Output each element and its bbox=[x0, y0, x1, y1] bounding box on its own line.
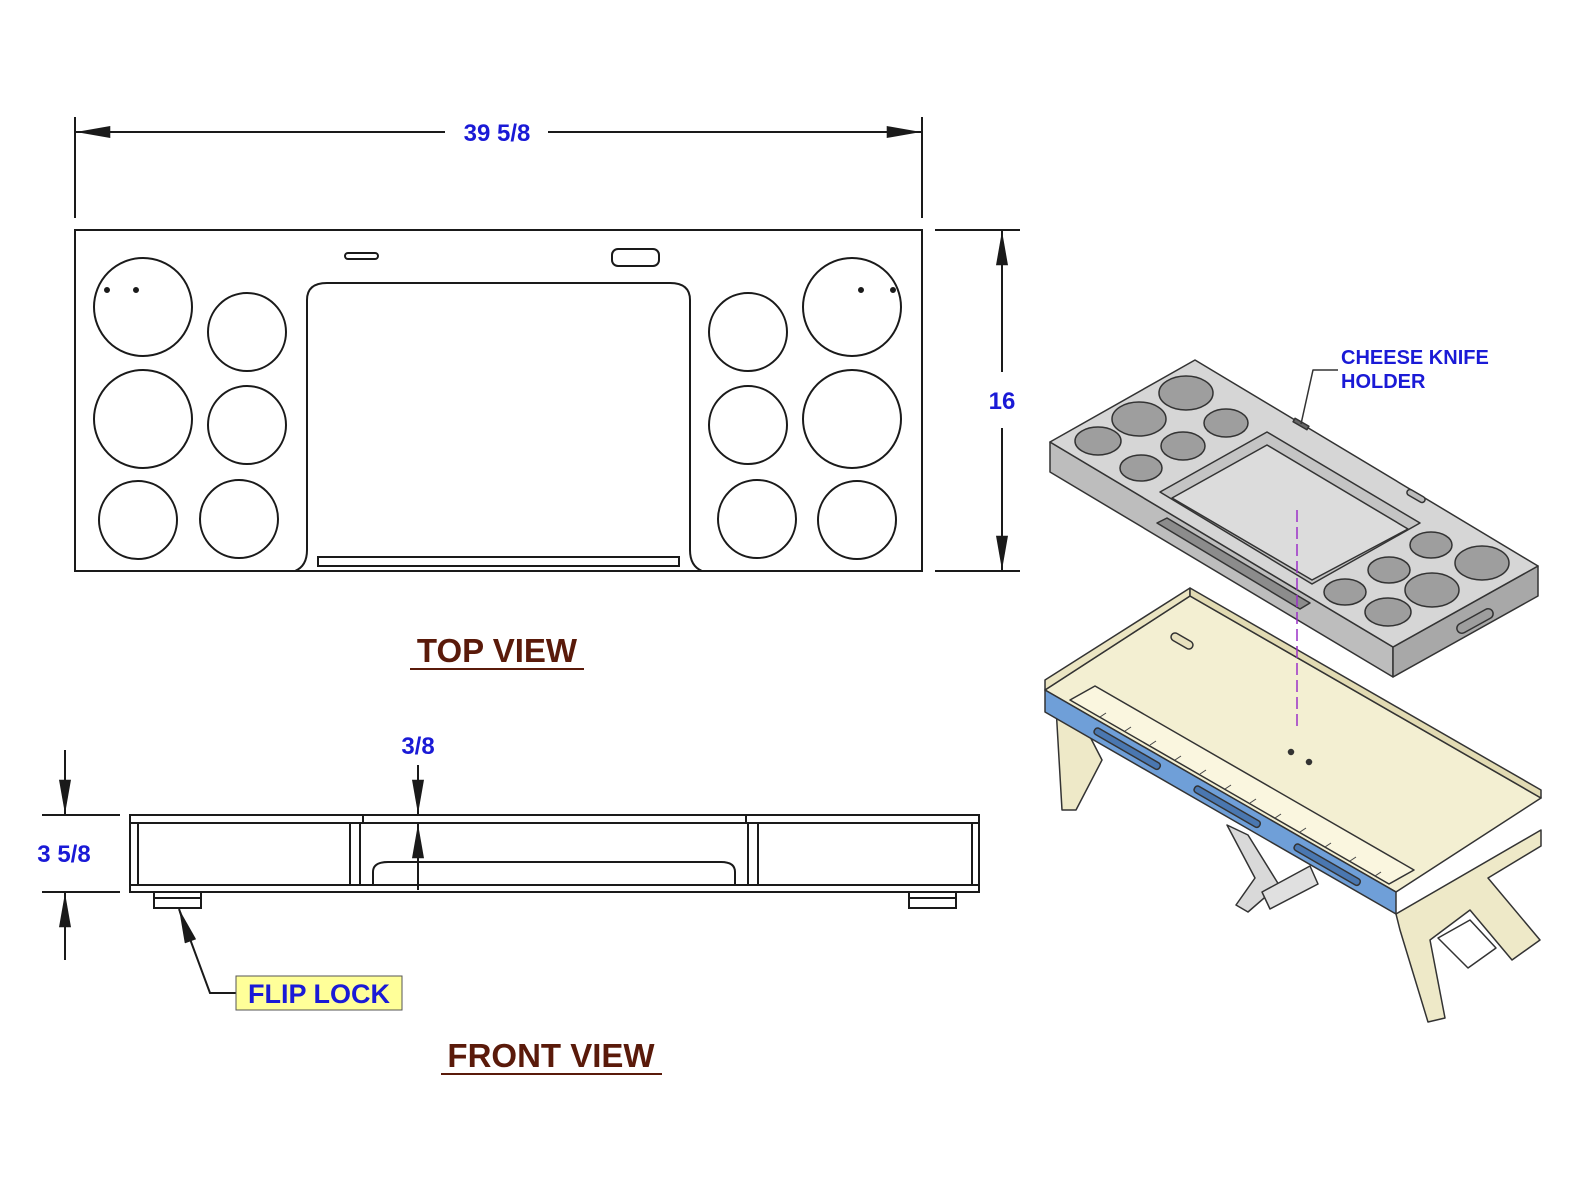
front-view bbox=[42, 750, 980, 994]
cup-hole bbox=[98, 480, 178, 560]
cup-hole bbox=[93, 257, 193, 357]
flip-lock-leader-arrow bbox=[178, 908, 197, 944]
cup-hole bbox=[207, 292, 287, 372]
top-view-outline bbox=[74, 229, 923, 572]
tray-handle-slot bbox=[1456, 607, 1494, 635]
tray-cup-hole bbox=[1203, 408, 1249, 438]
tray-cup-hole bbox=[1111, 401, 1167, 437]
front-view-outline bbox=[129, 814, 980, 893]
top-view bbox=[74, 117, 1020, 572]
board-crossbar bbox=[1261, 865, 1319, 910]
pin-dot bbox=[890, 287, 896, 293]
pin-dot bbox=[858, 287, 864, 293]
cup-hole bbox=[93, 369, 193, 469]
tray-cup-hole bbox=[1074, 426, 1122, 456]
small-slot bbox=[344, 252, 379, 260]
cup-hole bbox=[817, 480, 897, 560]
cutting-board-base bbox=[1044, 587, 1542, 1023]
pin-dot bbox=[133, 287, 139, 293]
cup-hole bbox=[802, 257, 902, 357]
width-dimension-text: 39 5/8 bbox=[464, 120, 531, 147]
height-dimension-text: 3 5/8 bbox=[37, 841, 90, 868]
board-leg-right bbox=[1395, 829, 1542, 1023]
leg-cutout bbox=[1437, 919, 1497, 969]
cup-hole bbox=[717, 479, 797, 559]
cup-hole bbox=[708, 292, 788, 372]
tray-small-slot bbox=[1406, 488, 1426, 504]
tray-cup-hole bbox=[1158, 375, 1214, 411]
center-tray-cutout bbox=[294, 282, 703, 572]
edge-slot bbox=[1193, 785, 1262, 829]
finger-slot bbox=[317, 556, 680, 567]
ruler-strip bbox=[1069, 685, 1415, 885]
tray-center-well-floor bbox=[1171, 444, 1409, 581]
edge-slot bbox=[1293, 843, 1362, 887]
flip-lock-foot-right bbox=[908, 891, 957, 909]
board-pin bbox=[1287, 748, 1295, 756]
board-right-rim bbox=[1189, 587, 1542, 799]
tray-exploded bbox=[1049, 359, 1539, 678]
edge-slot bbox=[1093, 727, 1162, 771]
tray-cup-hole bbox=[1454, 545, 1510, 581]
cheese-knife-label-line1: CHEESE KNIFE bbox=[1341, 347, 1489, 369]
tray-cup-hole bbox=[1160, 431, 1206, 461]
cup-hole bbox=[199, 479, 279, 559]
cheese-knife-label-line2: HOLDER bbox=[1341, 371, 1426, 393]
ruler-ticks bbox=[1099, 712, 1382, 877]
flip-lock-foot-left bbox=[153, 891, 202, 909]
board-slot bbox=[1170, 632, 1194, 650]
cup-hole bbox=[802, 369, 902, 469]
pin-dot bbox=[104, 287, 110, 293]
tray-cup-hole bbox=[1409, 531, 1453, 559]
cup-hole bbox=[708, 385, 788, 465]
front-view-title: FRONT VIEW bbox=[447, 1037, 655, 1074]
tray-cup-hole bbox=[1364, 597, 1412, 627]
finger-slot-front bbox=[372, 861, 736, 885]
flip-lock-leader bbox=[179, 911, 236, 994]
flip-lock-highlight bbox=[235, 975, 403, 1011]
isometric-view bbox=[1044, 359, 1542, 1023]
tray-cup-hole bbox=[1404, 572, 1460, 608]
handle-slot bbox=[611, 248, 660, 267]
cup-hole bbox=[207, 385, 287, 465]
depth-dimension-text: 16 bbox=[989, 388, 1016, 415]
flip-lock-label: FLIP LOCK bbox=[248, 979, 391, 1009]
cheese-knife-leader bbox=[1300, 369, 1338, 425]
tray-cup-hole bbox=[1367, 556, 1411, 584]
tray-finger-slot bbox=[1156, 517, 1311, 610]
top-view-title: TOP VIEW bbox=[417, 632, 578, 669]
thickness-dimension-text: 3/8 bbox=[401, 733, 434, 760]
tray-cup-hole bbox=[1323, 578, 1367, 606]
board-pin bbox=[1305, 758, 1313, 766]
tray-cup-hole bbox=[1119, 454, 1163, 482]
